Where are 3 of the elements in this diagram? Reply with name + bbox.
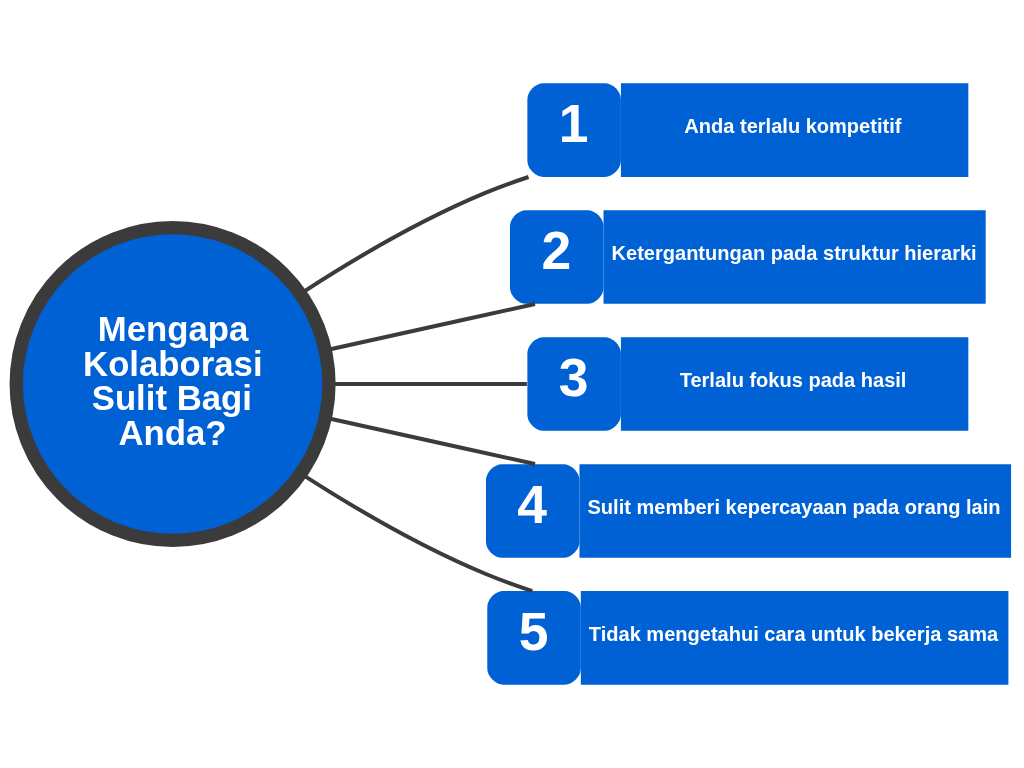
connector [301, 175, 530, 294]
node-circle: Mengapa Kolaborasi Sulit Bagi Anda? [9, 221, 336, 547]
connector [302, 473, 533, 593]
